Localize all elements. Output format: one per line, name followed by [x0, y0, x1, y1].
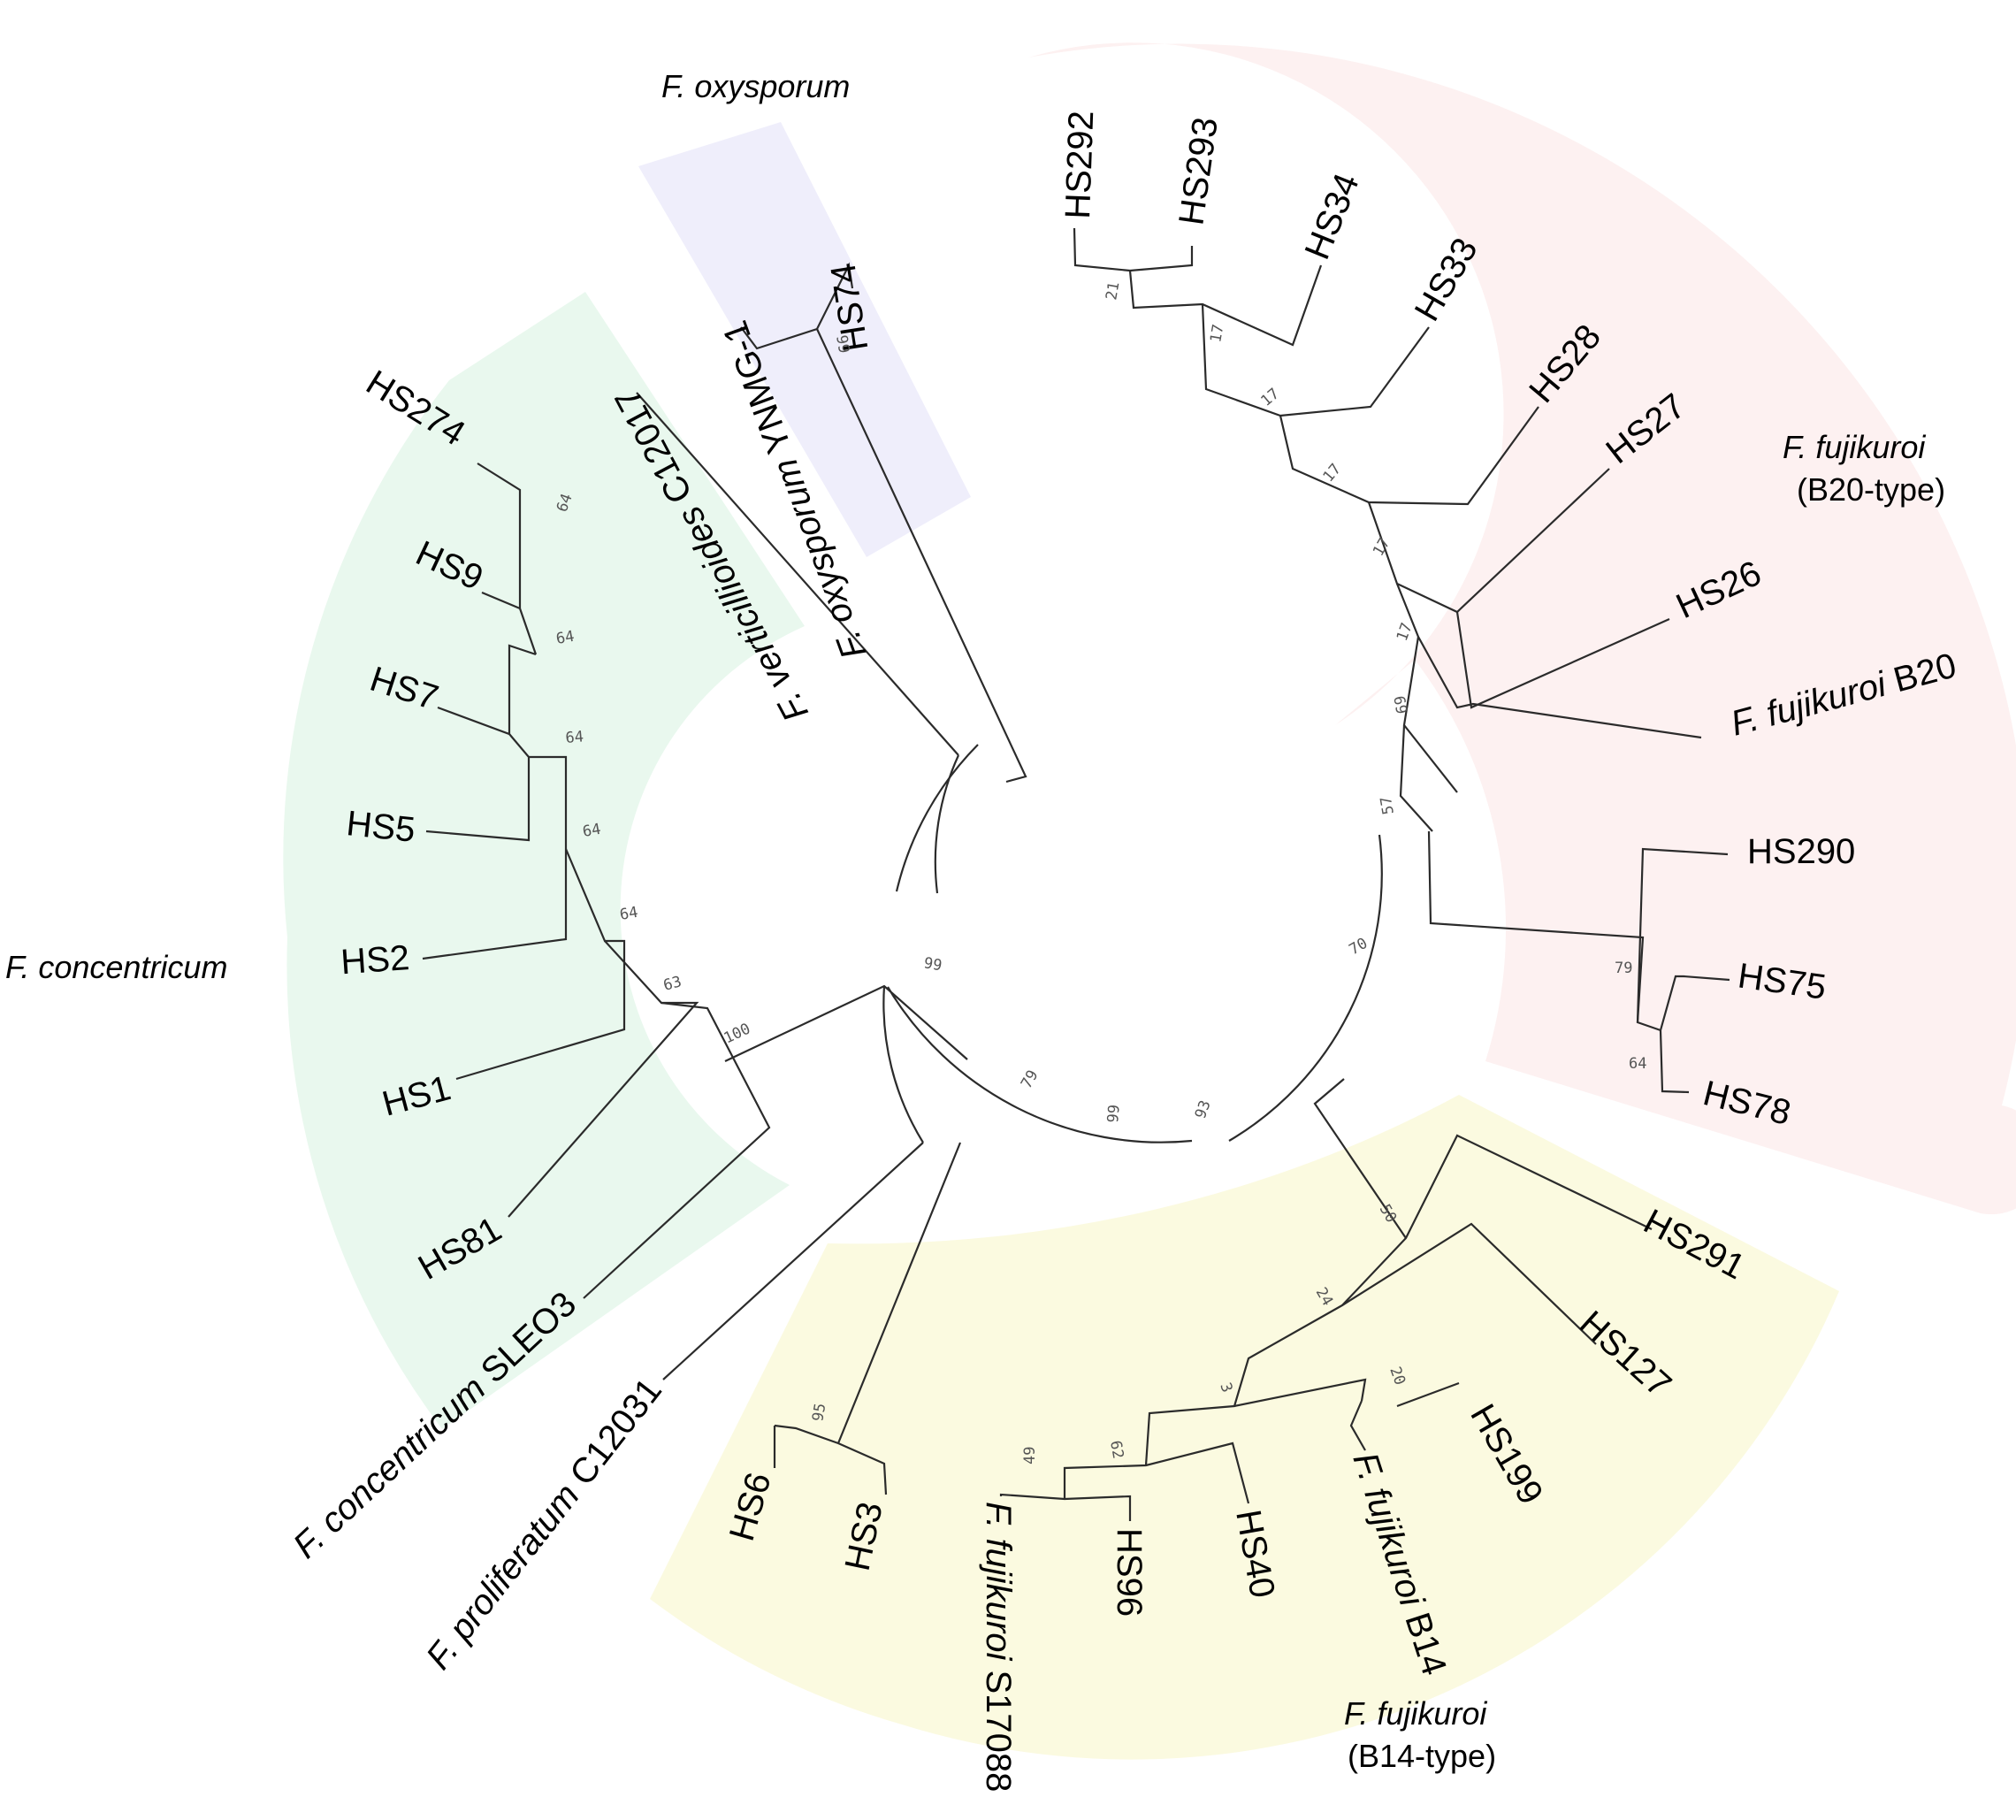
support-value: 64 — [1629, 1055, 1646, 1073]
leaf-hs293: HS293 — [1172, 115, 1226, 227]
leaf-hs96: HS96 — [1110, 1528, 1149, 1617]
support-value: 64 — [565, 728, 584, 747]
clade-label-b14-species: F. fujikuroi — [1344, 1695, 1487, 1732]
branch-sleo3 — [583, 1001, 771, 1299]
branch-hs7 — [437, 644, 537, 736]
clade-label-concentricum: F. concentricum — [5, 949, 227, 985]
branch-b14-stem — [1313, 1078, 1407, 1239]
leaf-hs292: HS292 — [1058, 111, 1101, 220]
support-value: 17 — [1257, 385, 1283, 409]
support-value: 79 — [1615, 960, 1632, 977]
support-value: 93 — [1192, 1098, 1215, 1121]
support-value: 99 — [922, 954, 943, 975]
branch-c12017 — [636, 392, 959, 756]
support-value: 49 — [1021, 1447, 1039, 1464]
branch-hs1 — [455, 848, 626, 1081]
branch-hs292-hs293 — [1073, 227, 1194, 272]
branch-hs274-hs9 — [518, 608, 538, 655]
branch-oxysporum-stem — [816, 328, 1027, 784]
clade-label-oxysporum: F. oxysporum — [661, 68, 850, 104]
support-value: 57 — [1378, 795, 1398, 816]
branch-c12031 — [662, 1142, 924, 1380]
branch-backbone-arc — [887, 986, 1193, 1143]
leaf-hs33: HS33 — [1408, 232, 1485, 328]
oxysporum-band — [638, 122, 971, 557]
support-value: 95 — [809, 1402, 829, 1423]
branch-hs9 — [481, 591, 521, 610]
leaf-s17088: F. fujikuroi S17088 — [979, 1502, 1018, 1792]
support-value: 17 — [1370, 535, 1394, 560]
branch-hs291 — [1341, 1134, 1653, 1306]
support-value: 69 — [1392, 694, 1412, 715]
branch-hs290-stem — [1427, 830, 1645, 1023]
support-value: 64 — [581, 821, 602, 841]
leaf-hs2: HS2 — [340, 938, 411, 982]
branch-root-arc — [934, 754, 960, 894]
leaf-hs290: HS290 — [1747, 832, 1855, 871]
clade-labels: F. oxysporum F. fujikuroi (B20-type) F. … — [5, 68, 1945, 1774]
leaf-hs34: HS34 — [1298, 168, 1367, 264]
support-value: 21 — [1103, 280, 1123, 302]
clade-label-b14-type: (B14-type) — [1348, 1738, 1496, 1774]
branch-hs81 — [508, 940, 699, 1218]
branch-hs274 — [477, 463, 522, 608]
branch-prolif-arc — [882, 985, 924, 1143]
branch-hs75-hs78 — [1659, 975, 1730, 1094]
branch-hs2 — [422, 755, 568, 960]
branch-hs6-hs3-stem — [836, 1142, 962, 1444]
support-value: 63 — [661, 973, 683, 995]
concentricum-band — [283, 292, 805, 1429]
branch-concentricum-stem — [724, 984, 968, 1062]
leaf-hs5: HS5 — [345, 804, 417, 850]
branch-fujikuroi-arc — [1228, 834, 1383, 1142]
branch-upper-arc — [895, 744, 979, 892]
support-value: 70 — [1347, 935, 1371, 960]
branch-hs290 — [1636, 847, 1729, 1032]
clade-bands — [283, 42, 2016, 1760]
support-value: 79 — [1018, 1067, 1042, 1092]
branch-hs199 — [1396, 1381, 1460, 1408]
b14-band — [650, 1095, 1839, 1760]
clade-label-b20-type: (B20-type) — [1797, 471, 1945, 508]
support-value: 99 — [1104, 1104, 1124, 1123]
branch-hs26 — [1455, 611, 1670, 709]
support-value: 64 — [618, 904, 639, 924]
clade-label-b20-species: F. fujikuroi — [1783, 429, 1926, 465]
support-value: 64 — [554, 628, 576, 648]
branch-hs27 — [1367, 468, 1610, 614]
support-value: 17 — [1207, 323, 1227, 344]
branch-b14 — [1349, 1400, 1366, 1451]
branch-hs33 — [1201, 303, 1430, 417]
support-value: 62 — [1106, 1439, 1126, 1460]
b20-band — [1028, 42, 2016, 1215]
branch-b20-stem — [1399, 724, 1433, 832]
support-value: 99 — [832, 333, 852, 355]
branch-hs5 — [425, 733, 531, 842]
branch-b20 — [1395, 583, 1702, 739]
support-value: 100 — [722, 1020, 753, 1047]
tree-branches — [422, 227, 1730, 1521]
